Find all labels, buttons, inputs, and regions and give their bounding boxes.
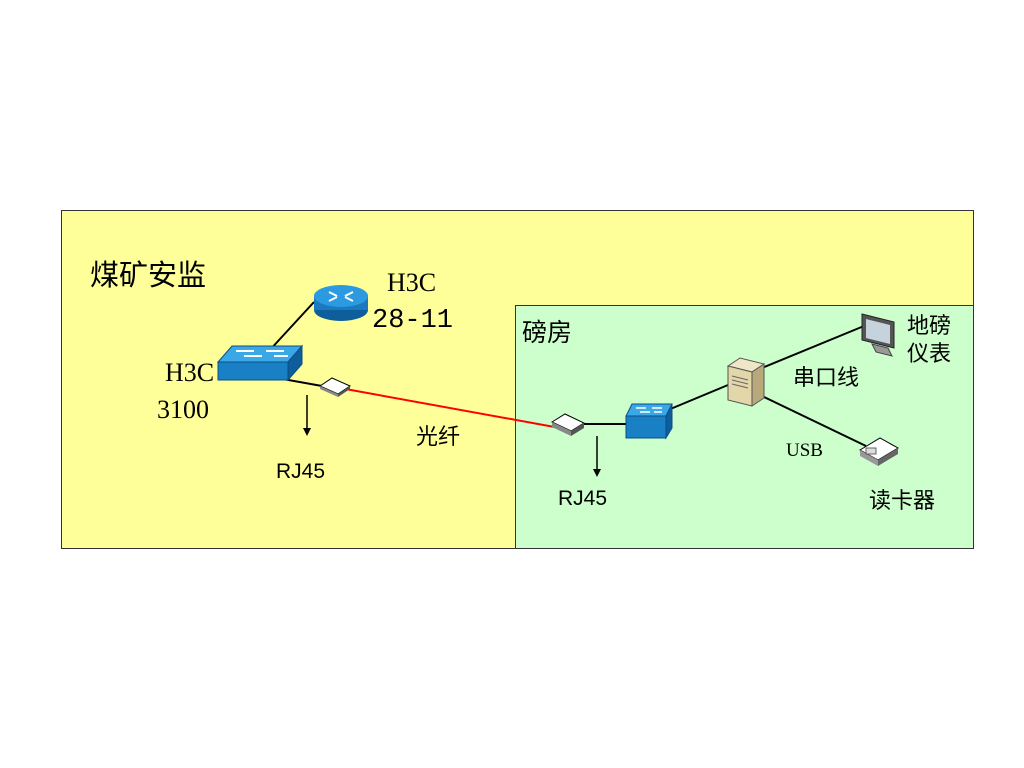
rj45-right-label: RJ45 (558, 487, 608, 510)
switch-server-link (667, 384, 729, 411)
server-icon (726, 357, 766, 407)
reader-label: 读卡器 (869, 488, 936, 513)
switch-3100-icon (216, 344, 304, 382)
usb-link (761, 395, 867, 447)
fiber-label: 光纤 (416, 424, 461, 449)
serial-link (761, 325, 865, 369)
usb-label: USB (786, 440, 823, 461)
router-icon (314, 285, 368, 321)
media-converter-left-icon (318, 377, 352, 397)
weighbridge-zone (515, 305, 974, 549)
switch-model-label: 3100 (157, 395, 209, 424)
media-converter-right-icon (550, 413, 586, 436)
router-switch-link (267, 301, 315, 353)
scale-monitor-icon (861, 313, 895, 357)
fiber-link (339, 387, 561, 429)
weigh-zone-title: 磅房 (522, 320, 573, 347)
card-reader-icon (859, 437, 899, 466)
serial-label: 串口线 (793, 365, 860, 390)
switch-weighbridge-icon (625, 403, 673, 440)
scale-label: 地磅 仪表 (907, 313, 952, 366)
rj45-arrow-right (593, 436, 601, 477)
rj45-arrow-left (303, 395, 311, 436)
mine-zone-title: 煤矿安监 (90, 260, 207, 292)
rj45-left-label: RJ45 (276, 460, 326, 483)
router-model-label: 28-11 (372, 306, 454, 336)
router-brand-label: H3C (387, 268, 437, 297)
switch-brand-label: H3C (165, 358, 215, 387)
